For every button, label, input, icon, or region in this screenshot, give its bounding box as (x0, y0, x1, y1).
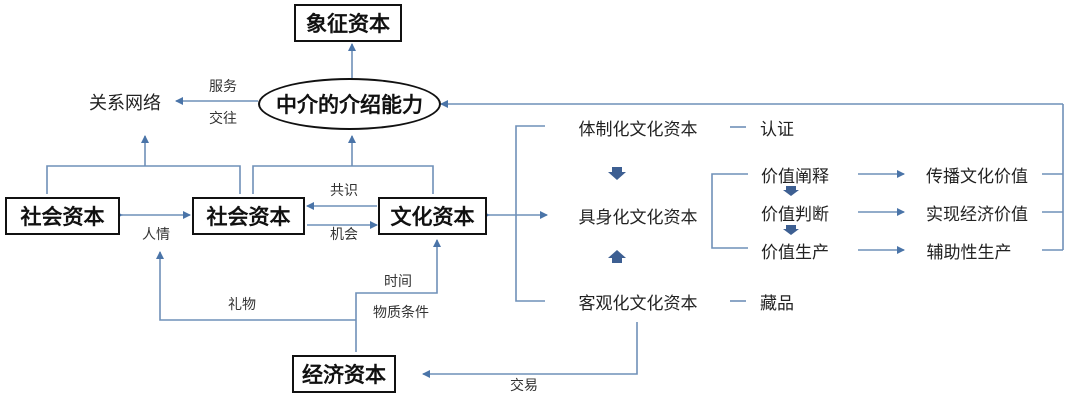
social-capital-mid-box: 社会资本 (192, 197, 305, 235)
relationship-network-text: 关系网络 (89, 93, 161, 114)
realize-economic-value-text: 实现经济价值 (926, 204, 1028, 225)
opportunity-label: 机会 (330, 227, 358, 243)
objectified-text: 客观化文化资本 (578, 293, 698, 314)
bracket-cultural-forms (515, 125, 545, 302)
auxiliary-production-text: 辅助性生产 (926, 242, 1012, 263)
time-label: 时间 (384, 274, 412, 290)
collection-text: 藏品 (760, 293, 794, 314)
block-arrow-up (608, 250, 626, 263)
cultural-capital-label: 文化资本 (390, 205, 475, 229)
social-capital-left-label: 社会资本 (20, 205, 105, 229)
social-capital-mid-label: 社会资本 (206, 205, 291, 229)
line-social-to-network (46, 165, 241, 194)
favor-label: 人情 (142, 227, 170, 243)
value-production-text: 价值生产 (761, 242, 829, 263)
economic-capital-box: 经济资本 (292, 355, 396, 393)
institutionalized-text: 体制化文化资本 (578, 119, 698, 140)
spread-cultural-value-text: 传播文化价值 (926, 166, 1028, 187)
value-interpretation-text: 价值阐释 (761, 166, 829, 187)
arrow-trade (422, 322, 638, 378)
symbolic-capital-box: 象征资本 (294, 4, 402, 42)
certification-text: 认证 (760, 119, 794, 140)
interaction-label: 交往 (209, 111, 237, 127)
bracket-value-steps (711, 173, 748, 249)
block-arrow-judge-produce (783, 225, 799, 235)
material-conditions-label: 物质条件 (373, 305, 429, 321)
mediation-ability-oval: 中介的介绍能力 (258, 78, 441, 130)
service-label: 服务 (209, 79, 237, 95)
consensus-label: 共识 (330, 183, 358, 199)
value-judgment-text: 价值判断 (761, 204, 829, 225)
arrow-time-material (355, 239, 441, 352)
line-outcomes-feedback (1042, 104, 1064, 251)
mediation-ability-label: 中介的介绍能力 (276, 93, 423, 117)
block-arrow-interpret-judge (783, 186, 799, 196)
symbolic-capital-label: 象征资本 (306, 12, 390, 36)
line-to-mediation (252, 165, 434, 194)
gift-label: 礼物 (228, 297, 256, 313)
economic-capital-label: 经济资本 (302, 363, 386, 387)
cultural-capital-box: 文化资本 (378, 197, 487, 235)
arrow-gift (156, 251, 356, 321)
social-capital-left-box: 社会资本 (5, 197, 120, 235)
trade-label: 交易 (510, 378, 538, 394)
embodied-text: 具身化文化资本 (578, 207, 698, 228)
block-arrow-down (608, 167, 626, 180)
